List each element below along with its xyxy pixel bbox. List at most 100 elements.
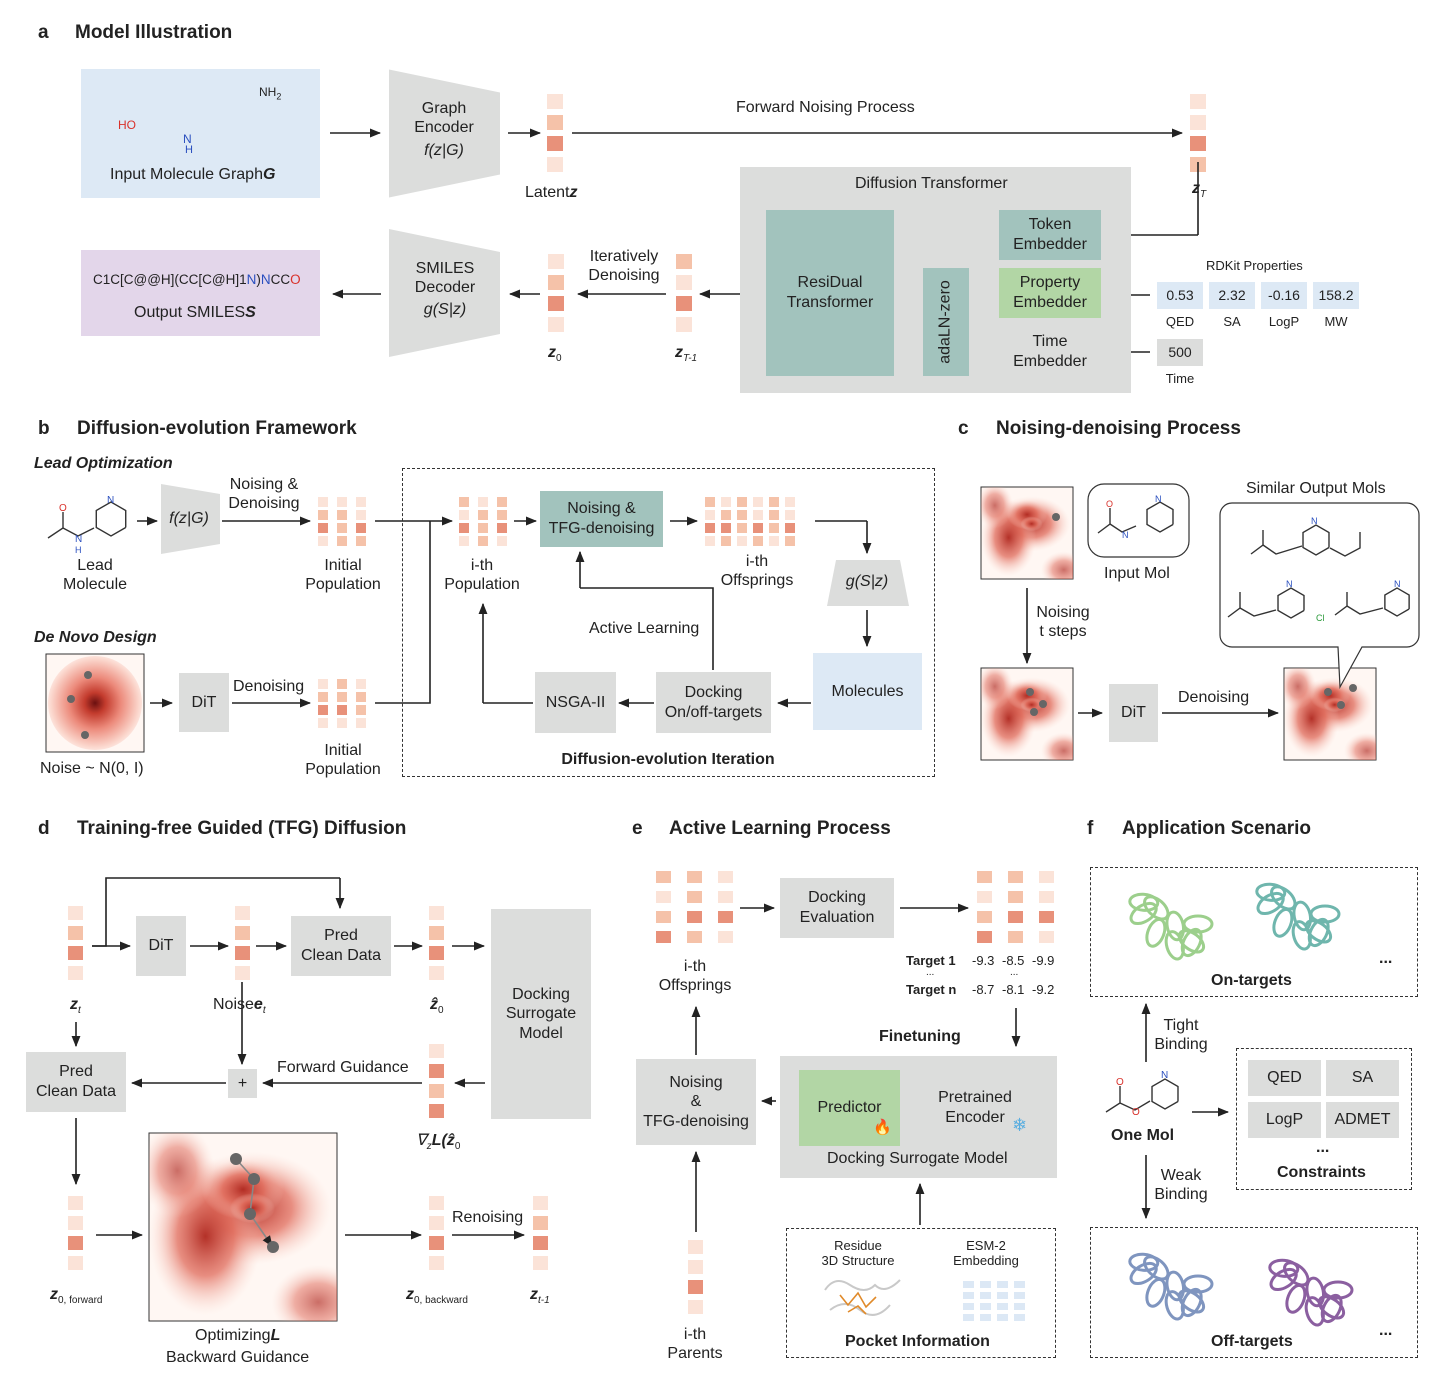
subscript: t-1 [538,1295,550,1307]
text-line: Weak [1160,1167,1202,1184]
text-line: Offsprings [720,571,794,589]
latent-cell [429,926,444,940]
latent-cell [718,871,733,883]
latent-cell [235,946,250,960]
sample-point [244,1208,256,1220]
latent-cell [737,523,747,533]
subscript: 0 [438,1005,444,1017]
latent-cell [337,523,347,533]
snowflake-icon: ❄ [1012,1115,1028,1135]
latent-cell [547,157,563,172]
property-name: QED [1165,314,1195,329]
block-label-line: Time [1032,333,1068,351]
embedding-cell [980,1292,991,1299]
embedding-cell [1014,1281,1025,1288]
panel-letter-f: f [1087,818,1094,839]
text-line: Population [305,760,381,778]
block-label-line: DiT [148,937,174,955]
constraint-chip: LogP [1248,1102,1321,1138]
adaln-zero-block [923,268,969,376]
off-targets-label: Off-targets [1211,1333,1293,1350]
denoising-label-b: Denoising [233,678,305,695]
latent-cell [721,510,731,520]
decoder-shape [827,560,909,606]
density-blob [1040,732,1073,760]
z0-backward-label: z0, backward [406,1286,468,1307]
text-line: i-th [683,1326,707,1343]
latent-cell [705,497,715,507]
property-value-cell: 0.53 [1157,282,1203,309]
latent-cell [337,536,347,546]
latent-cell [318,692,328,702]
latent-cell [356,523,366,533]
constraints-label: Constraints [1277,1164,1366,1181]
subscript: 0 [454,1141,461,1153]
target1-value: -9.3 [972,953,995,968]
denoising-label-c: Denoising [1178,689,1250,706]
text-line: Parents [667,1344,723,1362]
text-line: Binding [1154,1035,1208,1053]
latent-cell [785,536,795,546]
forward-guidance-label: Forward Guidance [277,1059,409,1076]
latent-cell [356,705,366,715]
text-span: z [530,1286,538,1303]
text-line: Molecule [62,575,128,593]
panel-title-c: Noising-denoising Process [996,418,1241,439]
latent-cell [68,1196,83,1210]
off-target-protein-purple [1305,1276,1326,1308]
latent-cell [337,510,347,520]
latent-cell [68,1216,83,1230]
text-span: Noise [213,996,254,1013]
embedding-cell [963,1303,974,1310]
text-line: Encoder [414,118,474,136]
atom-label: N [1122,530,1129,540]
latent-cell [688,1300,703,1314]
block-label: DiT [1121,703,1146,723]
block-label-line: Encoder [945,1109,1005,1126]
smiles-decoder-fn: g(S|z) [423,301,467,318]
block-label: 158.2 [1318,287,1353,304]
block-label: -0.16 [1268,287,1300,304]
block-label-line: Property [1019,274,1081,292]
latent-cell [1008,891,1023,903]
block-label: NSGA-II [546,693,606,713]
latent-cell [1190,115,1206,130]
block-label-line: Noising & [567,500,636,518]
latent-cell [687,931,702,943]
off-target-protein-blue [1180,1287,1203,1318]
latent-cell [753,510,763,520]
latent-cell [478,523,488,533]
embedding-cell [997,1314,1008,1321]
text-span: NH [259,85,277,99]
off-target-protein-blue [1128,1252,1160,1272]
on-target-protein-teal [1304,919,1333,944]
latent-cell [1008,931,1023,943]
latent-cell [718,891,733,903]
latent-cell [977,931,992,943]
subscript: 0 [556,353,562,365]
latent-cell [356,510,366,520]
sample-point [267,1241,279,1253]
input-heatmap [981,487,1073,579]
block-label-line: Pred [324,927,358,945]
sample-point [1030,708,1038,716]
latent-cell [318,705,328,715]
sample-point [1026,688,1034,696]
block-label-line: 500 [1168,343,1192,360]
block-label-line: Embedder [1013,353,1087,370]
latent-cell [318,523,328,533]
targetn-value: -8.1 [1002,982,1025,997]
latent-cell [705,523,715,533]
renoising-label: Renoising [452,1209,524,1226]
block-label: Molecules [831,682,903,702]
block-label-line: TFG-denoising [643,1112,749,1130]
text-line: t steps [1039,622,1087,640]
smiles-string: C1C[C@@H](CC[C@H]1N)NCCO [93,272,301,288]
block-label: LogP [1266,1110,1303,1130]
